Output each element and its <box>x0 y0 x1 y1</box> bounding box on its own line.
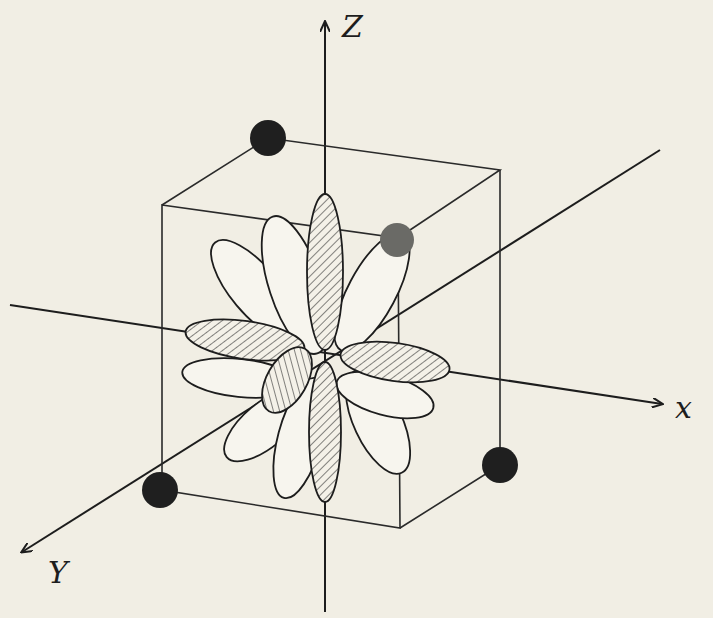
axis-label: x <box>675 393 692 423</box>
axis-label: Z <box>342 12 363 42</box>
ligand-atoms <box>142 120 518 508</box>
axis-label: Y <box>48 558 68 588</box>
axes <box>10 22 662 612</box>
cube <box>162 138 500 528</box>
hatched-lobes <box>183 194 452 502</box>
